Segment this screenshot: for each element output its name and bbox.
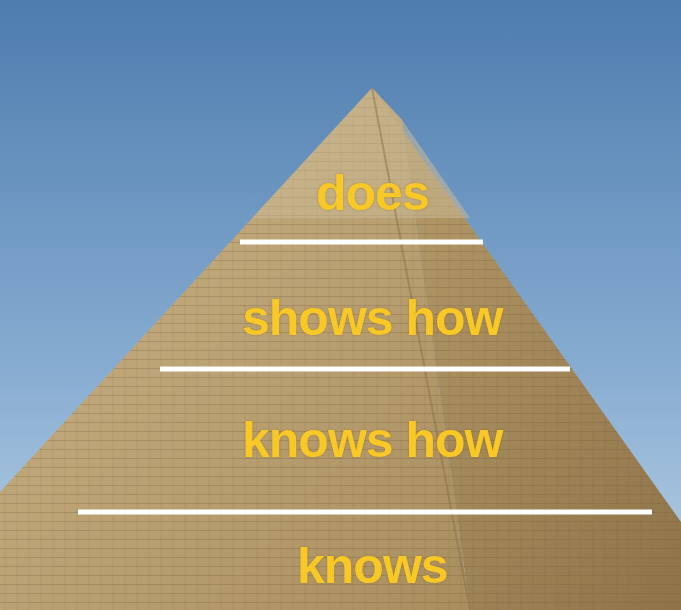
band-divider xyxy=(240,240,483,245)
band-divider xyxy=(78,510,652,515)
pyramid-band: knows xyxy=(289,537,456,596)
band-label: knows how xyxy=(242,413,502,468)
band-divider xyxy=(160,367,570,372)
pyramid-band: shows how xyxy=(234,289,510,348)
pyramid-band: does xyxy=(308,164,437,223)
band-label: does xyxy=(316,166,429,221)
pyramid-band: knows how xyxy=(234,411,510,470)
pyramid-stone-courses xyxy=(0,88,681,610)
band-label: knows xyxy=(297,539,448,594)
band-label: shows how xyxy=(242,291,502,346)
